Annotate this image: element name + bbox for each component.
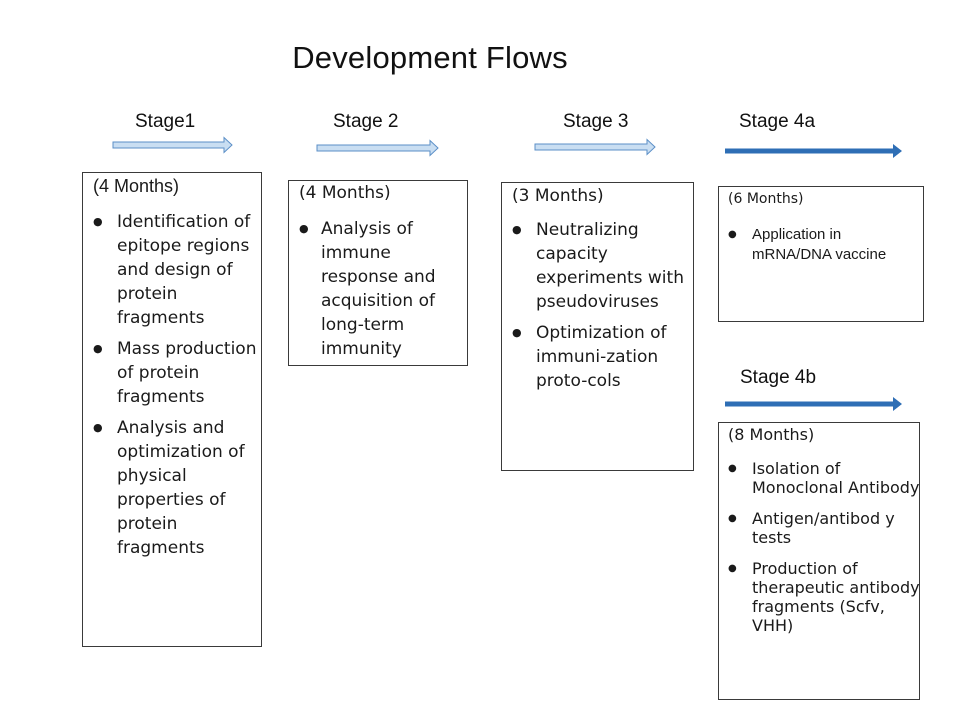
stage4a-arrow-icon (725, 144, 902, 158)
stage3-task-item: ●Optimization of immuni-zation proto-col… (512, 323, 667, 391)
bullet-icon: ● (728, 563, 737, 574)
stage4b-task-item: ●Isolation of Monoclonal Antibody (728, 459, 920, 497)
stage4a-label: Stage 4a (739, 111, 816, 132)
stage3-task-list: ●Neutralizing capacity experiments with … (512, 218, 690, 400)
stage1-task-list: ●Identification of epitope regions and d… (93, 210, 257, 567)
stage2-task-item: ●Analysis of immune response and acquisi… (299, 219, 436, 359)
bullet-icon: ● (93, 421, 103, 434)
stage1-task-item: ●Analysis and optimization of physical p… (93, 418, 245, 558)
stage1-task-item: ●Mass production of protein fragments (93, 339, 257, 407)
stage2-arrow-icon (316, 139, 439, 157)
stage1-label: Stage1 (135, 111, 196, 132)
stage1-task-item: ●Identification of epitope regions and d… (93, 212, 251, 328)
diagram-title: Development Flows (292, 40, 568, 75)
stage1-arrow-icon (112, 136, 233, 154)
stage4b-arrow-icon (725, 397, 902, 411)
stage3-label: Stage 3 (563, 111, 629, 132)
stage2-duration: (4 Months) (299, 183, 391, 203)
stage4b-label: Stage 4b (740, 367, 817, 388)
stage4b-task-item: ●Antigen/antibod y tests (728, 509, 895, 547)
bullet-icon: ● (512, 223, 522, 236)
stage3-task-item: ●Neutralizing capacity experiments with … (512, 220, 684, 312)
bullet-icon: ● (728, 463, 737, 474)
stage3-arrow-icon (534, 138, 656, 156)
stage4a-duration: (6 Months) (728, 191, 804, 207)
stage1-box: (4 Months) ●Identification of epitope re… (82, 172, 262, 647)
stage2-label: Stage 2 (333, 111, 399, 132)
bullet-icon: ● (728, 513, 737, 524)
stage4a-task-list: ●Application in mRNA/DNA vaccine (728, 225, 923, 265)
stage4b-box: (8 Months) ●Isolation of Monoclonal Anti… (718, 422, 920, 700)
stage4a-box: (6 Months) ●Application in mRNA/DNA vacc… (718, 186, 924, 322)
stage3-box: (3 Months) ●Neutralizing capacity experi… (501, 182, 694, 471)
stage2-box: (4 Months) ●Analysis of immune response … (288, 180, 468, 366)
bullet-icon: ● (93, 342, 103, 355)
stage4b-task-item: ●Production of therapeutic antibody frag… (728, 559, 920, 635)
stage4b-task-list: ●Isolation of Monoclonal Antibody ●Antig… (728, 459, 920, 647)
stage2-task-list: ●Analysis of immune response and acquisi… (299, 217, 465, 361)
stage4a-task-item: ●Application in mRNA/DNA vaccine (728, 226, 887, 263)
stage4b-duration: (8 Months) (728, 425, 815, 444)
stage3-duration: (3 Months) (512, 186, 604, 206)
bullet-icon: ● (728, 229, 737, 240)
stage1-duration: (4 Months) (93, 176, 180, 196)
bullet-icon: ● (512, 326, 522, 339)
bullet-icon: ● (93, 215, 103, 228)
bullet-icon: ● (299, 222, 309, 235)
